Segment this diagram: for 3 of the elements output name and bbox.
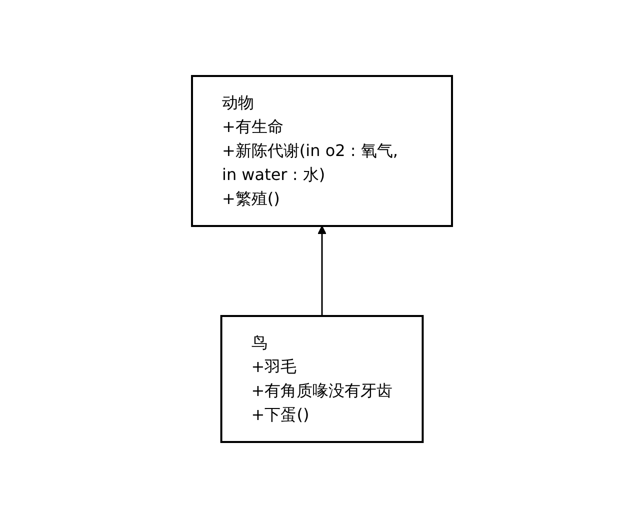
node-box: 鸟 +羽毛 +有角质喙没有牙齿 +下蛋() [220,314,424,442]
node-box: 动物 +有生命 +新陈代谢(in o2 : 氧气, in water : 水) +繁殖() [190,74,452,226]
arrow [317,225,326,316]
